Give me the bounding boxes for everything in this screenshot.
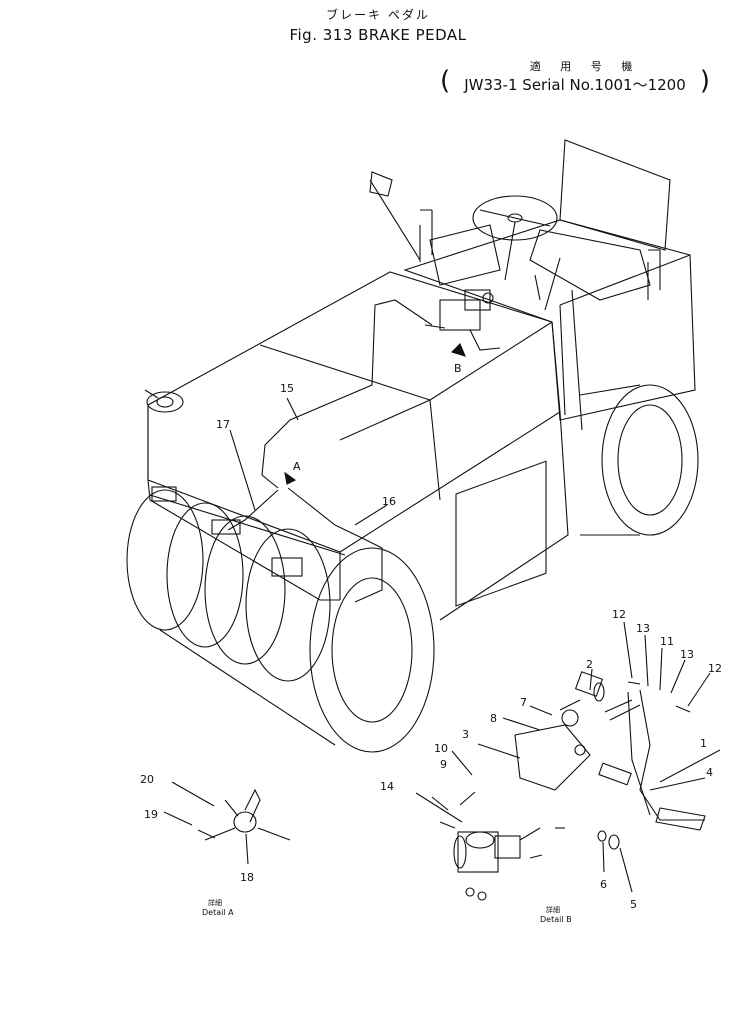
callout-19: 19: [144, 808, 158, 821]
callout-labels: 1 2 3 4 5 6 7 8 9 10 11 12 12 13 13 14 1…: [140, 382, 722, 911]
detail-a-label: Detail A: [202, 908, 234, 917]
brake-pipe-17: [227, 489, 279, 531]
brake-pipe-16: [287, 487, 383, 603]
brake-valve-cluster: [424, 289, 501, 351]
callout-14: 14: [380, 780, 394, 793]
callout-3: 3: [462, 728, 469, 741]
rear-tire: [579, 384, 699, 536]
callout-10: 10: [434, 742, 448, 755]
callout-20: 20: [140, 773, 154, 786]
marker-b-label: B: [454, 362, 462, 375]
marker-b: B: [450, 343, 466, 375]
callout-9: 9: [440, 758, 447, 771]
callout-18: 18: [240, 871, 254, 884]
callout-4: 4: [706, 766, 713, 779]
detail-b-assembly: [439, 671, 706, 901]
callout-5: 5: [630, 898, 637, 911]
roller-machine: [126, 139, 699, 753]
detail-b-caption: 詳細 Detail B: [540, 905, 572, 924]
front-drum-tires: [126, 489, 435, 753]
callout-12a: 12: [612, 608, 626, 621]
callout-7: 7: [520, 696, 527, 709]
detail-a-caption: 詳細 Detail A: [202, 898, 234, 917]
callout-11: 11: [660, 635, 674, 648]
callout-1: 1: [700, 737, 707, 750]
hood-body: [147, 271, 569, 621]
callout-13b: 13: [680, 648, 694, 661]
leaders-detail-b: [415, 621, 721, 893]
leaders-detail-a: [163, 781, 249, 865]
callout-15: 15: [280, 382, 294, 395]
leaders-pipes: [229, 397, 388, 526]
serial-range: JW33-1 Serial No.1001～1200: [464, 76, 686, 94]
callout-16: 16: [382, 495, 396, 508]
figure-title: Fig. 313 BRAKE PEDAL: [289, 26, 467, 44]
marker-a-label: A: [293, 460, 301, 473]
title-japanese: ブレーキ ペダル: [326, 8, 430, 22]
callout-6: 6: [600, 878, 607, 891]
callout-13a: 13: [636, 622, 650, 635]
fuel-cap: [144, 389, 184, 413]
callout-17: 17: [216, 418, 230, 431]
steering-wheel: [472, 195, 558, 281]
detail-b-jp: 詳細: [546, 905, 560, 914]
left-paren: (: [440, 66, 451, 96]
detail-b-label: Detail B: [540, 915, 572, 924]
right-paren: ): [699, 66, 710, 96]
applicability-serial: ( JW33-1 Serial No.1001～1200 ): [440, 66, 710, 96]
detail-a-assembly: [197, 788, 291, 841]
callout-2: 2: [586, 658, 593, 671]
operator-station: [403, 139, 696, 421]
brake-pipe-15: [261, 299, 433, 489]
master-cylinder: [453, 827, 541, 901]
callout-8: 8: [490, 712, 497, 725]
detail-a-jp: 詳細: [208, 898, 222, 907]
control-levers: [369, 171, 583, 431]
marker-a: A: [284, 460, 301, 485]
applicability-japanese: 適 用 号 機: [529, 60, 641, 73]
callout-12b: 12: [708, 662, 722, 675]
